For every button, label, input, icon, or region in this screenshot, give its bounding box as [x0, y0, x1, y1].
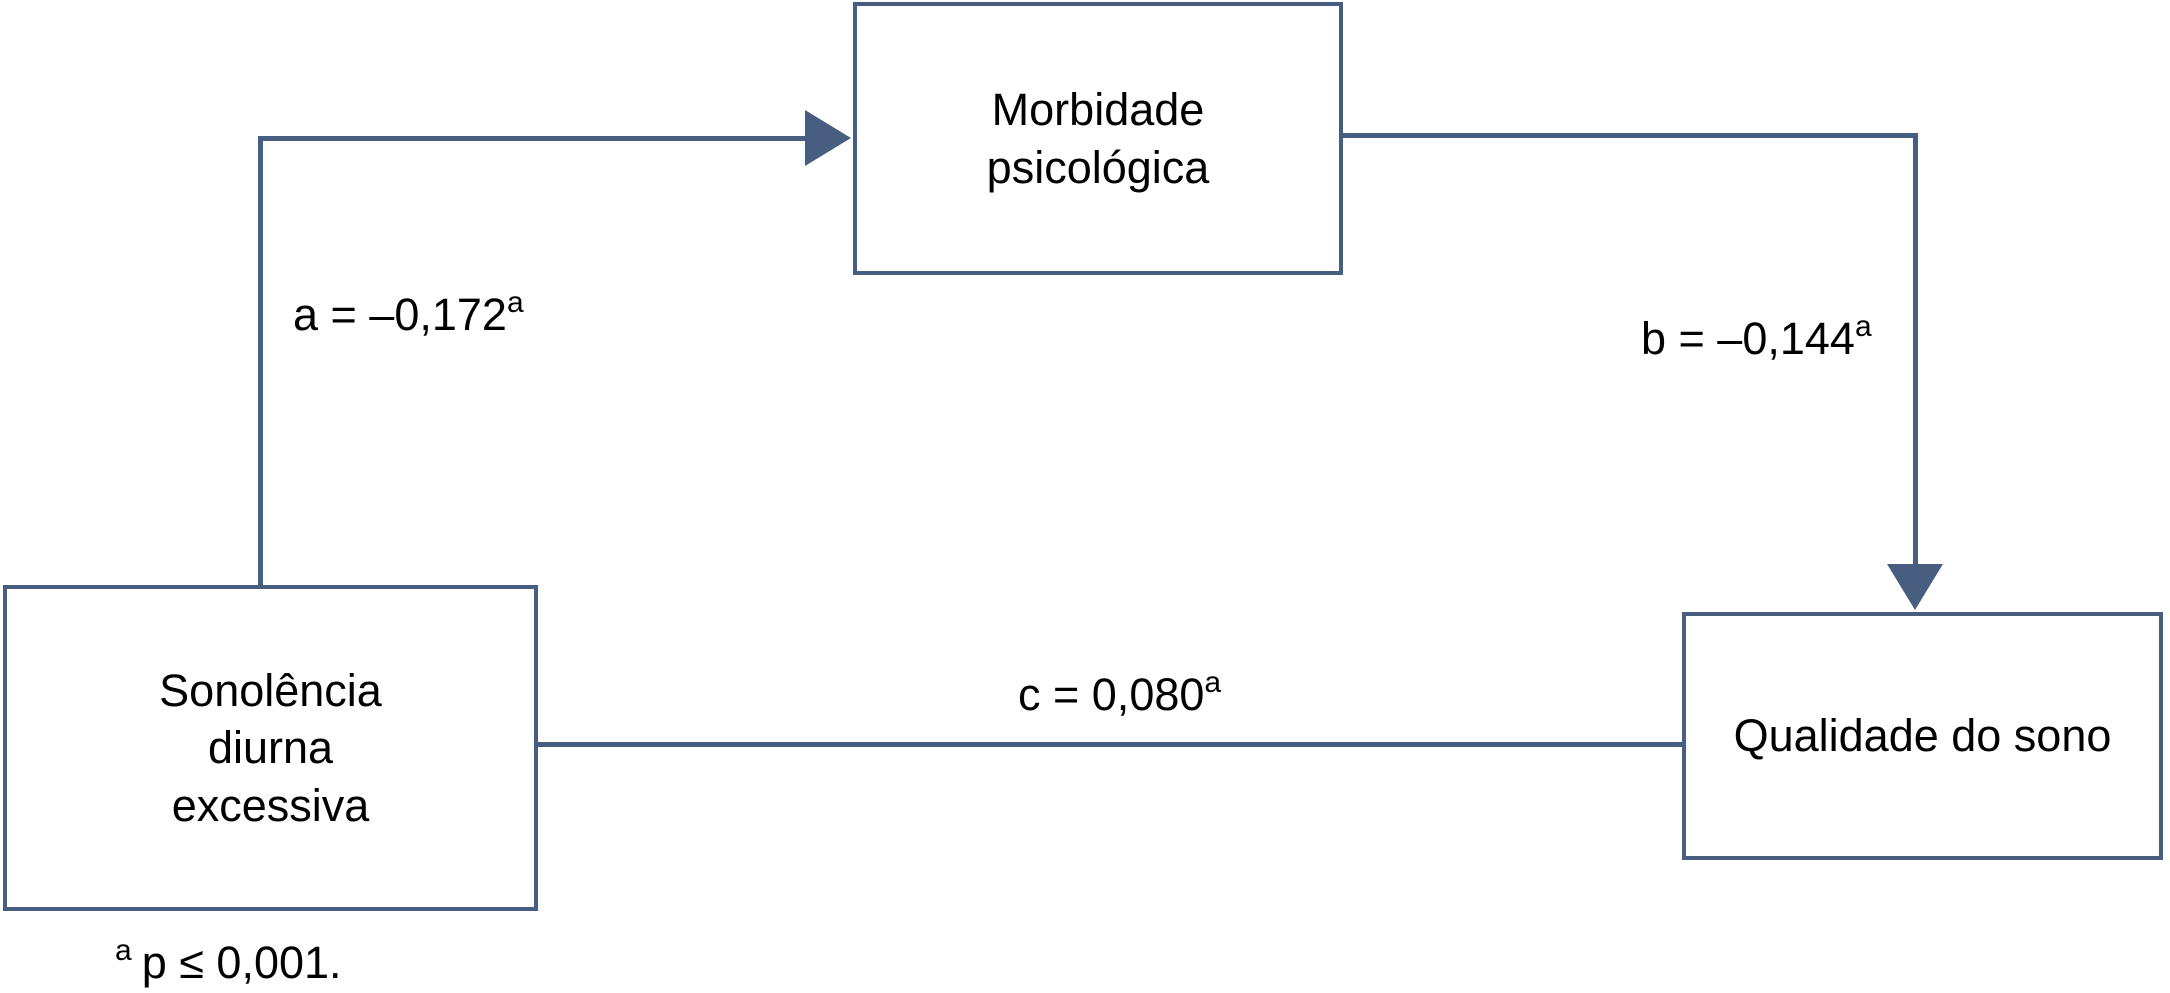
footnote-superscript: a: [115, 934, 132, 967]
path-b-arrowhead-icon: [1887, 564, 1943, 610]
footnote-significance: a p ≤ 0,001.: [115, 936, 342, 988]
path-b-coefficient: b = –0,144: [1641, 313, 1855, 364]
path-a-arrowhead-icon: [805, 110, 851, 166]
node-morbidade-psicologica: Morbidade psicológica: [853, 2, 1343, 275]
path-a-vertical-line: [258, 136, 263, 587]
path-a-superscript: a: [506, 286, 524, 319]
node-sonolencia-diurna-excessiva: Sonolência diurna excessiva: [3, 585, 538, 911]
node-label-line: Sonolência: [159, 664, 382, 716]
path-c-line: [538, 742, 1682, 747]
path-a-coefficient: a = –0,172: [293, 289, 507, 340]
path-b-superscript: a: [1854, 310, 1872, 343]
node-qualidade-do-sono: Qualidade do sono: [1682, 612, 2163, 860]
path-b-label: b = –0,144a: [1641, 312, 1872, 364]
path-a-horizontal-line: [258, 136, 806, 141]
node-label-line: psicológica: [986, 141, 1210, 193]
footnote-text: p ≤ 0,001.: [141, 937, 342, 988]
node-label-line: Qualidade do sono: [1733, 710, 2112, 762]
node-label-line: excessiva: [171, 779, 370, 831]
path-b-horizontal-line: [1343, 133, 1918, 138]
path-c-superscript: a: [1204, 666, 1222, 699]
node-label-line: Morbidade: [991, 83, 1205, 135]
path-c-coefficient: c = 0,080: [1018, 669, 1205, 720]
path-c-label: c = 0,080a: [1018, 668, 1221, 720]
path-b-vertical-line: [1913, 133, 1918, 569]
node-label-line: diurna: [207, 722, 334, 774]
path-a-label: a = –0,172a: [293, 288, 524, 340]
